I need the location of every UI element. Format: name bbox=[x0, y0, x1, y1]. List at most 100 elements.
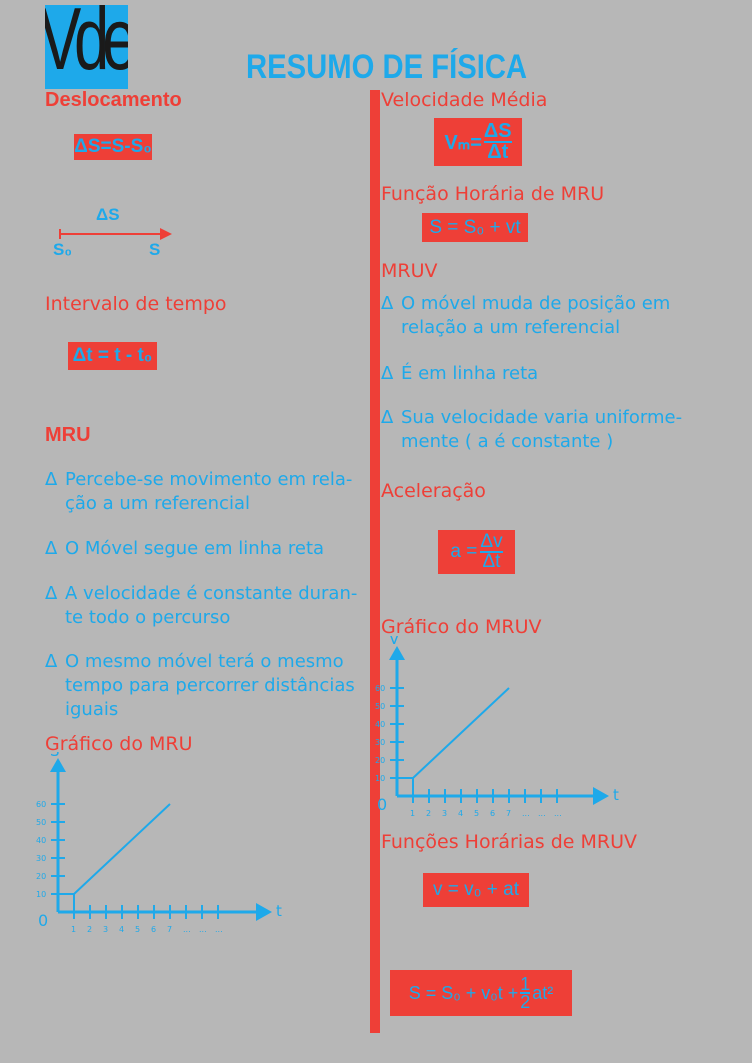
bullet-symbol: Δ bbox=[45, 583, 58, 604]
bullet-text: relação a um referencial bbox=[401, 317, 621, 338]
logo-text: Vde bbox=[45, 5, 128, 88]
origin-label: 0 bbox=[377, 795, 387, 814]
bullet-symbol: Δ bbox=[381, 407, 394, 428]
x-tick-label: 2 bbox=[426, 809, 431, 816]
denominator: 2 bbox=[520, 992, 531, 1012]
x-tick-label: 1 bbox=[71, 925, 76, 932]
y-tick-label: 50 bbox=[36, 818, 46, 827]
mru-bullet: Δ O mesmo móvel terá o mesmo tempo para p… bbox=[45, 650, 375, 722]
x-tick-label: 6 bbox=[490, 809, 495, 816]
x-axis-arrow bbox=[256, 903, 272, 921]
heading-aceleracao: Aceleração bbox=[381, 480, 486, 502]
y-tick-label: 10 bbox=[375, 774, 385, 783]
mru-bullet: Δ Percebe-se movimento em rela- ção a um … bbox=[45, 468, 375, 516]
formula-velocidade-media: Vₘ= ΔS Δt bbox=[434, 118, 522, 166]
formula-funcao-mru: S = S₀ + vt bbox=[422, 213, 528, 242]
guide-lines bbox=[58, 893, 75, 912]
x-tick-label: 3 bbox=[103, 925, 108, 932]
y-axis-label: S bbox=[50, 752, 60, 760]
bullet-text: iguais bbox=[65, 699, 119, 720]
formula-posicao-mruv: S = S₀ + v₀t + 1 2 at² bbox=[390, 970, 572, 1016]
bullet-symbol: Δ bbox=[45, 538, 58, 559]
bullet-symbol: Δ bbox=[45, 651, 58, 672]
bullet-text: A velocidade é constante duran- bbox=[65, 583, 358, 604]
mruv-bullet: Δ É em linha reta bbox=[381, 362, 721, 386]
numerator: 1 bbox=[520, 974, 531, 994]
page-title: RESUMO DE FÍSICA bbox=[246, 48, 528, 86]
vector-start-label: S₀ bbox=[53, 240, 73, 259]
x-tick-label: ... bbox=[538, 809, 546, 816]
bullet-text: tempo para percorrer distâncias bbox=[65, 675, 355, 696]
bullet-text: Percebe-se movimento em rela- bbox=[65, 469, 353, 490]
x-axis-label: t bbox=[276, 902, 282, 920]
heading-intervalo: Intervalo de tempo bbox=[45, 293, 227, 315]
x-tick-label: 5 bbox=[474, 809, 479, 816]
heading-funcao-mru: Função Horária de MRU bbox=[381, 183, 605, 205]
bullet-text: te todo o percurso bbox=[65, 607, 231, 628]
mru-chart: t S 0 1 2 3 4 5 6 7......... 10 20 30 40 50 60 bbox=[36, 752, 282, 932]
data-line bbox=[73, 803, 171, 895]
y-axis-label: V bbox=[389, 636, 400, 648]
heading-funcoes-mruv: Funções Horárias de MRUV bbox=[381, 831, 637, 853]
formula-intervalo: Δt = t - t₀ bbox=[68, 342, 157, 370]
logo: Vde bbox=[45, 5, 128, 89]
bullet-text: O mesmo móvel terá o mesmo bbox=[65, 651, 344, 672]
formula-rhs: at² bbox=[532, 982, 554, 1003]
x-tick-label: ... bbox=[522, 809, 530, 816]
vector-end-label: S bbox=[149, 240, 161, 259]
bullet-symbol: Δ bbox=[381, 293, 394, 314]
bullet-text: É em linha reta bbox=[401, 363, 539, 384]
bullet-text: ção a um referencial bbox=[65, 493, 250, 514]
x-tick-label: 5 bbox=[135, 925, 140, 932]
heading-grafico-mru: Gráfico do MRU bbox=[45, 733, 193, 755]
heading-mru: MRU bbox=[45, 424, 91, 446]
y-tick-label: 30 bbox=[375, 738, 385, 747]
x-tick-label: ... bbox=[199, 925, 207, 932]
y-tick-label: 60 bbox=[36, 800, 46, 809]
y-tick-label: 40 bbox=[36, 836, 46, 845]
y-tick-label: 60 bbox=[375, 684, 385, 693]
y-tick-label: 20 bbox=[36, 872, 46, 881]
x-tick-label: 6 bbox=[151, 925, 156, 932]
x-tick-label: 1 bbox=[410, 809, 415, 816]
x-tick-label: 7 bbox=[167, 925, 172, 932]
numerator: Δv bbox=[480, 531, 503, 553]
formula-deslocamento: ΔS=S-S₀ bbox=[74, 134, 152, 160]
y-tick-label: 40 bbox=[375, 720, 385, 729]
x-axis-arrow bbox=[593, 787, 609, 805]
heading-mruv: MRUV bbox=[381, 260, 438, 282]
x-tick-label: ... bbox=[183, 925, 191, 932]
y-tick-label: 50 bbox=[375, 702, 385, 711]
x-tick-label: ... bbox=[554, 809, 562, 816]
denominator: Δt bbox=[487, 141, 509, 163]
x-axis-label: t bbox=[613, 786, 619, 804]
y-axis-arrow bbox=[50, 758, 66, 772]
heading-deslocamento: Deslocamento bbox=[45, 89, 182, 111]
x-tick-label: 2 bbox=[87, 925, 92, 932]
x-tick-label: ... bbox=[215, 925, 223, 932]
bullet-symbol: Δ bbox=[381, 363, 394, 384]
fraction: ΔS Δt bbox=[483, 120, 512, 163]
guide-lines bbox=[397, 777, 414, 796]
y-tick-label: 30 bbox=[36, 854, 46, 863]
x-tick-label: 3 bbox=[442, 809, 447, 816]
x-tick-label: 4 bbox=[119, 925, 124, 932]
x-tick-label: 4 bbox=[458, 809, 463, 816]
formula-lhs: S = S₀ + v₀t + bbox=[408, 982, 519, 1003]
y-tick-label: 10 bbox=[36, 890, 46, 899]
bullet-text: Sua velocidade varia uniforme- bbox=[401, 407, 683, 428]
bullet-symbol: Δ bbox=[45, 469, 58, 490]
fraction: 1 2 bbox=[520, 974, 531, 1012]
formula-lhs: a = bbox=[450, 541, 478, 562]
origin-label: 0 bbox=[38, 911, 48, 930]
data-line bbox=[412, 687, 510, 779]
bullet-text: O móvel muda de posição em bbox=[401, 293, 671, 314]
formula-velocidade-mruv: v = v₀ + at bbox=[423, 873, 529, 907]
numerator: ΔS bbox=[483, 120, 512, 143]
fraction: Δv Δt bbox=[480, 531, 503, 571]
mru-bullet: Δ A velocidade é constante duran- te todo… bbox=[45, 582, 375, 630]
vector-label: ΔS bbox=[96, 205, 120, 224]
